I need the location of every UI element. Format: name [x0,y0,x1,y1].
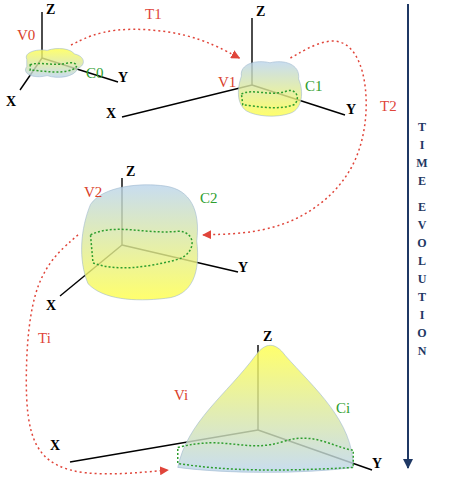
axis-label: Y [238,260,248,276]
volume-label: V1 [218,74,236,90]
axis-label: X [50,438,60,454]
transition-label: T1 [145,6,162,22]
volume-label: V2 [84,184,102,200]
volume-shape [25,49,83,78]
blob-outline [236,58,304,118]
contour-label: Ci [336,400,350,416]
volume-blob: V0C0 [20,45,88,81]
volume-label: Vi [174,387,188,403]
volume-blob: ViCi [168,342,363,474]
axis-label: Y [346,102,356,118]
contour-curve [241,91,297,108]
contour-label: C1 [305,78,323,94]
axis-label: Y [118,70,128,86]
axis-label: Z [256,4,265,20]
axis-label: Z [46,2,55,18]
volume-shape [82,185,198,300]
transition-arrow [71,29,239,58]
time-caption: EVOLUTION [416,198,428,360]
contour-label: C2 [200,190,218,206]
transition-label: T2 [380,98,397,114]
volume-shape [178,345,354,472]
axis-label: Z [126,164,135,180]
volume-blob: V2C2 [78,180,203,302]
volume-blob: V1C1 [236,58,304,118]
contour-label: C0 [86,65,104,81]
transition-label: Ti [38,330,51,346]
axis-label: X [46,298,56,314]
volume-shape [238,62,301,117]
transition-arrow [203,41,366,235]
axis-label: X [6,94,16,110]
contour-curve [91,229,193,267]
blob-outline [168,342,363,474]
time-caption: TIME [416,118,428,190]
volume-label: V0 [17,27,35,43]
axis-label: Y [372,456,382,472]
axis-label: X [106,106,116,122]
axis-label: Z [263,329,272,345]
contour-curve [178,438,354,470]
contour-curve [30,63,76,72]
blob-outline [20,45,88,81]
time-arrow [407,4,409,468]
